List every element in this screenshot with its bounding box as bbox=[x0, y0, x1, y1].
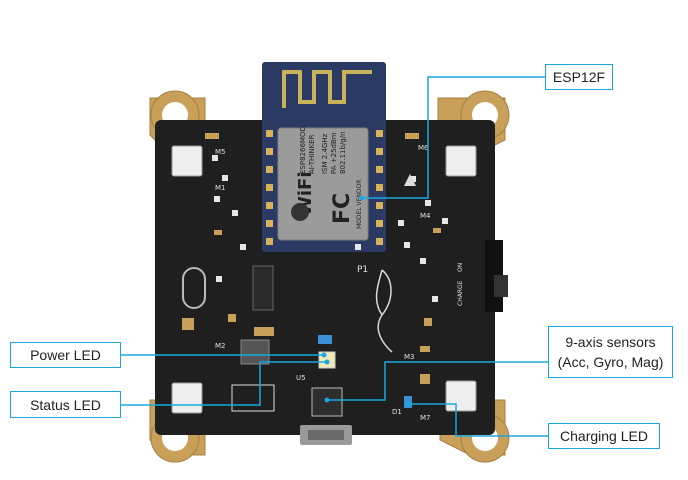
callout-sensors: 9-axis sensors (Acc, Gyro, Mag) bbox=[548, 326, 673, 378]
smd-white-components bbox=[212, 155, 448, 302]
board-logo bbox=[375, 269, 393, 353]
svg-text:802.11b/g/n: 802.11b/g/n bbox=[339, 131, 347, 174]
label-m2: M2 bbox=[215, 342, 226, 350]
label-m3: M3 bbox=[404, 353, 415, 361]
outline-box bbox=[231, 384, 275, 412]
callout-esp12f-label: ESP12F bbox=[552, 69, 606, 85]
callout-endpoints bbox=[321, 195, 411, 407]
label-charge: CHARGE bbox=[457, 280, 464, 306]
svg-text:PA +25dBm: PA +25dBm bbox=[330, 132, 338, 174]
label-m5: M5 bbox=[215, 148, 226, 156]
smd-components bbox=[182, 133, 441, 384]
callout-charging-led-label: Charging LED bbox=[560, 428, 648, 444]
callout-sensors-line1: 9-axis sensors bbox=[565, 334, 656, 350]
espressif-logo-icon bbox=[291, 203, 309, 221]
motor-connectors bbox=[171, 145, 477, 414]
battery-connector bbox=[252, 265, 274, 311]
power-led-chip bbox=[318, 335, 332, 344]
module-pads bbox=[266, 130, 383, 245]
callout-leaders bbox=[121, 76, 548, 437]
oval-cutout bbox=[182, 267, 206, 309]
callout-status-led-label: Status LED bbox=[30, 396, 101, 413]
svg-text:ESP8266MOD: ESP8266MOD bbox=[299, 126, 307, 174]
antenna-trace bbox=[282, 70, 372, 108]
callout-charging-led: Charging LED bbox=[548, 423, 660, 449]
callout-sensors-line2: (Acc, Gyro, Mag) bbox=[557, 354, 664, 370]
label-d1: D1 bbox=[392, 408, 402, 416]
callout-power-led-label: Power LED bbox=[30, 347, 101, 363]
svg-text:MODEL VENDOR: MODEL VENDOR bbox=[356, 180, 363, 229]
label-m4: M4 bbox=[420, 212, 431, 220]
leader-charging-led bbox=[408, 403, 548, 437]
callout-power-led: Power LED bbox=[10, 342, 121, 368]
svg-text:AI-THINKER: AI-THINKER bbox=[308, 134, 316, 174]
label-m6: M6 bbox=[418, 144, 429, 152]
label-u5: U5 bbox=[296, 374, 306, 382]
direction-arrow-icon bbox=[404, 174, 416, 186]
label-m7: M7 bbox=[420, 414, 431, 422]
fcc-logo-text: FC bbox=[330, 193, 355, 224]
label-m1: M1 bbox=[215, 184, 226, 192]
leader-esp12f bbox=[362, 76, 545, 199]
svg-text:ISM 2.4GHz: ISM 2.4GHz bbox=[321, 133, 329, 174]
leader-status-led bbox=[121, 361, 327, 406]
label-p1: P1 bbox=[357, 265, 368, 275]
label-on: ON bbox=[457, 263, 464, 272]
regulator-chip bbox=[240, 339, 270, 365]
leader-sensors bbox=[327, 361, 548, 401]
callout-esp12f: ESP12F bbox=[545, 64, 613, 90]
callout-status-led: Status LED bbox=[10, 391, 121, 418]
